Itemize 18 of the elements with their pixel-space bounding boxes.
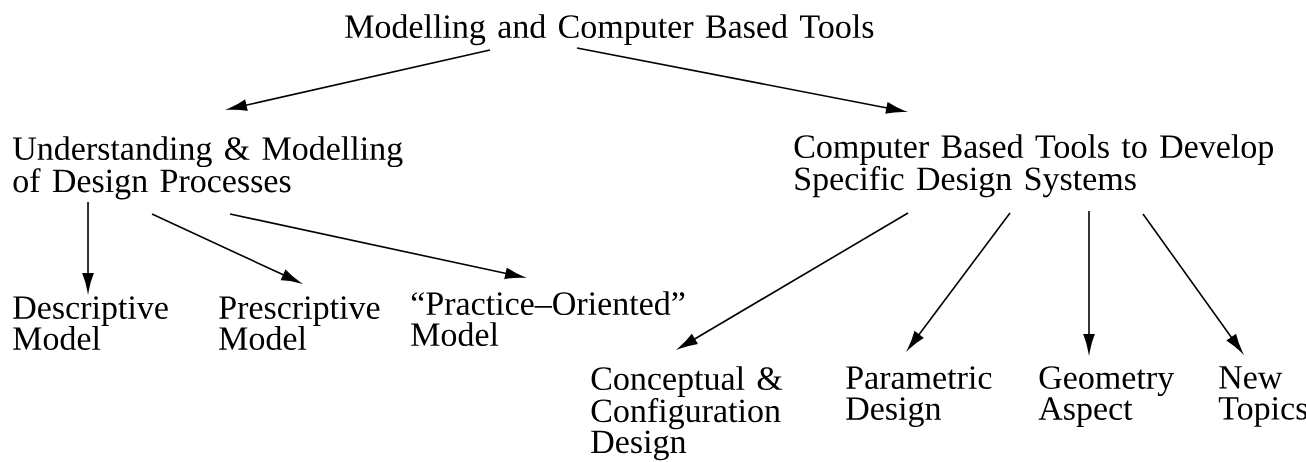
arrow <box>151 213 300 283</box>
text-label: Descriptive Model <box>13 296 168 351</box>
arrow <box>228 49 491 111</box>
text-label: Parametric Design <box>846 366 992 428</box>
arrow <box>907 212 1011 350</box>
arrow <box>82 201 94 292</box>
text-label: Prescriptive Model <box>219 296 380 351</box>
text-label: Modelling and Computer Based Tools <box>345 14 874 46</box>
arrow <box>1083 210 1095 353</box>
arrow <box>229 213 524 279</box>
text-label: Geometry Aspect <box>1038 366 1175 427</box>
arrow <box>1142 213 1243 353</box>
text-label: Conceptual & Configuration Design <box>591 366 783 461</box>
text-label: “Practice–Oriented” Model <box>411 291 685 347</box>
text-label: Understanding & Modelling of Design Processes <box>12 136 403 200</box>
text-label: Computer Based Tools to Develop Specific Design Systems <box>794 134 1273 198</box>
arrow <box>576 47 905 114</box>
arrow <box>679 212 909 349</box>
